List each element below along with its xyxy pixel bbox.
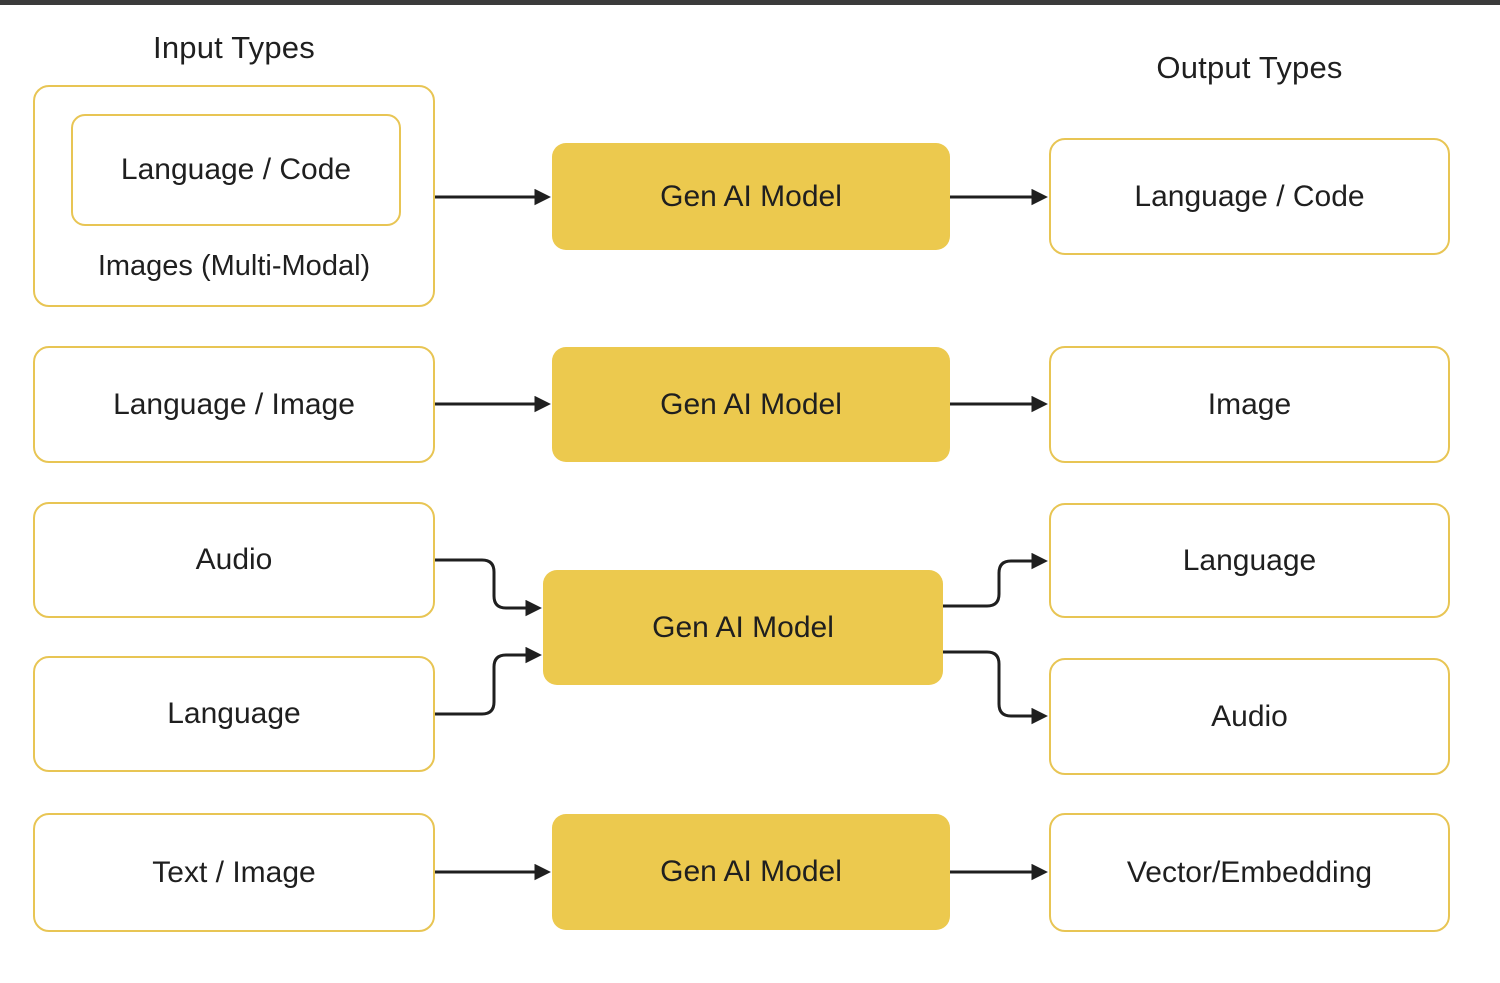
connector-row3-audio-to-model (435, 558, 542, 617)
output-types-title: Output Types (1156, 50, 1343, 85)
input-node-language-image: Language / Image (33, 346, 435, 463)
output-node-image: Image (1049, 346, 1450, 463)
gen-ai-model-node-4: Gen AI Model (552, 814, 950, 930)
connector-row3-model-to-audio (943, 650, 1048, 725)
input-node-language: Language (33, 656, 435, 772)
connector-row3-model-to-language (943, 552, 1048, 608)
input-node-text-image: Text / Image (33, 813, 435, 932)
multimodal-sublabel: Images (Multi-Modal) (97, 250, 371, 282)
output-node-language: Language (1049, 503, 1450, 618)
multimodal-input-group: Language / Code Images (Multi-Modal) (33, 85, 435, 307)
output-node-language-code: Language / Code (1049, 138, 1450, 255)
gen-ai-model-node-3: Gen AI Model (543, 570, 943, 685)
gen-ai-model-node-2: Gen AI Model (552, 347, 950, 462)
gen-ai-model-node-1: Gen AI Model (552, 143, 950, 250)
input-node-language-code: Language / Code (71, 114, 401, 226)
output-node-audio: Audio (1049, 658, 1450, 775)
output-node-vector-embedding: Vector/Embedding (1049, 813, 1450, 932)
connector-row3-language-to-model (435, 646, 542, 716)
input-node-audio: Audio (33, 502, 435, 618)
input-types-title: Input Types (153, 30, 315, 65)
window-top-edge (0, 0, 1500, 5)
